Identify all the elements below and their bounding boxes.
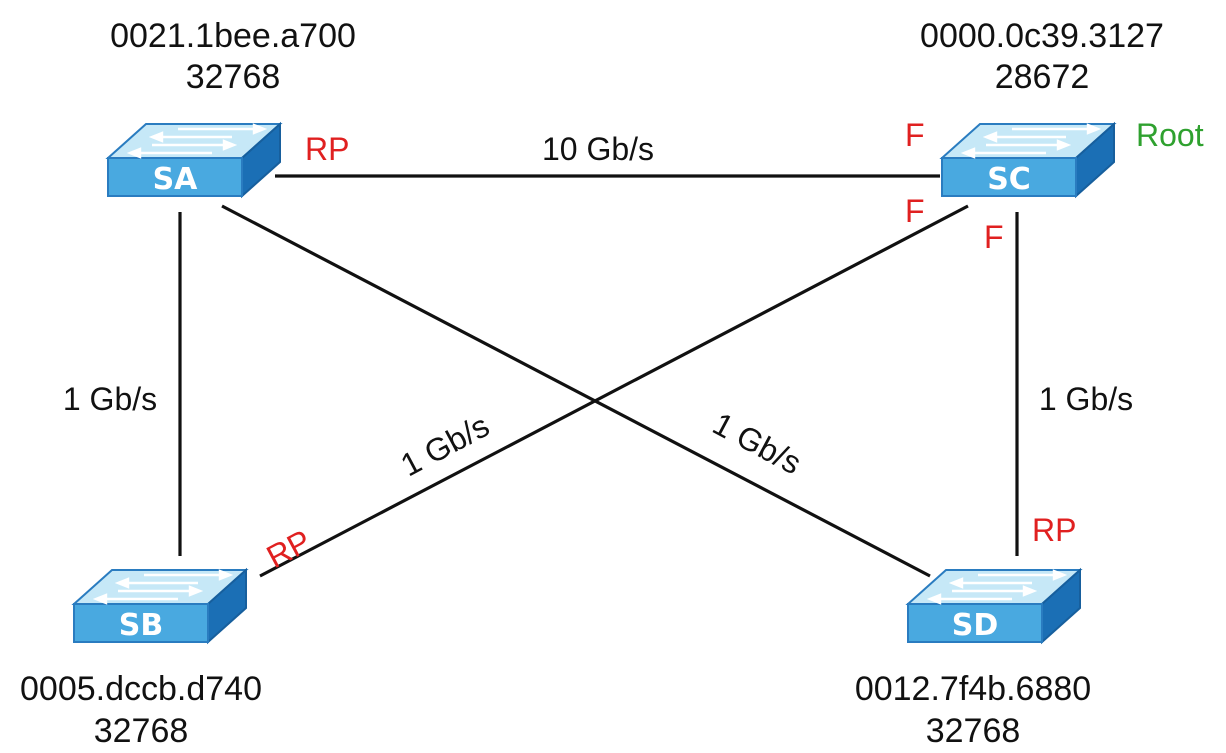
link-speed-sa-sc: 10 Gb/s: [542, 131, 654, 167]
switch-sd[interactable]: SD: [906, 568, 1082, 644]
root-label: Root: [1136, 117, 1204, 153]
sd-port-role: RP: [1032, 512, 1076, 548]
sc-port-role-sb-link: F: [905, 193, 925, 229]
switch-sb[interactable]: SB: [72, 568, 248, 644]
sa-port-role: RP: [305, 131, 349, 167]
switch-name: SA: [153, 162, 199, 197]
link-speed-sc-sb: 1 Gb/s: [395, 407, 495, 483]
sb-mac: 0005.dccb.d740: [20, 670, 262, 708]
sa-priority: 32768: [186, 58, 281, 96]
link-speed-sa-sd: 1 Gb/s: [707, 405, 807, 481]
sc-mac: 0000.0c39.3127: [920, 17, 1164, 55]
sc-port-role-sd-link: F: [984, 219, 1004, 255]
switch-name: SB: [119, 608, 163, 643]
sb-priority: 32768: [94, 712, 189, 750]
switch-name: SC: [987, 162, 1031, 197]
switch-name: SD: [952, 608, 999, 643]
sa-mac: 0021.1bee.a700: [110, 17, 356, 55]
link-sa-sd: [221, 204, 931, 578]
sd-priority: 32768: [926, 712, 1021, 750]
link-speed-sa-sb: 1 Gb/s: [63, 381, 157, 417]
link-sc-sb: [259, 204, 969, 578]
switch-sc[interactable]: SC: [940, 122, 1116, 198]
link-speed-sc-sd: 1 Gb/s: [1039, 381, 1133, 417]
sc-port-role-sa-link: F: [905, 117, 925, 153]
sd-mac: 0012.7f4b.6880: [855, 670, 1091, 708]
sc-priority: 28672: [995, 58, 1090, 96]
sb-port-role: RP: [261, 522, 317, 575]
switch-sa[interactable]: SA: [106, 122, 282, 198]
